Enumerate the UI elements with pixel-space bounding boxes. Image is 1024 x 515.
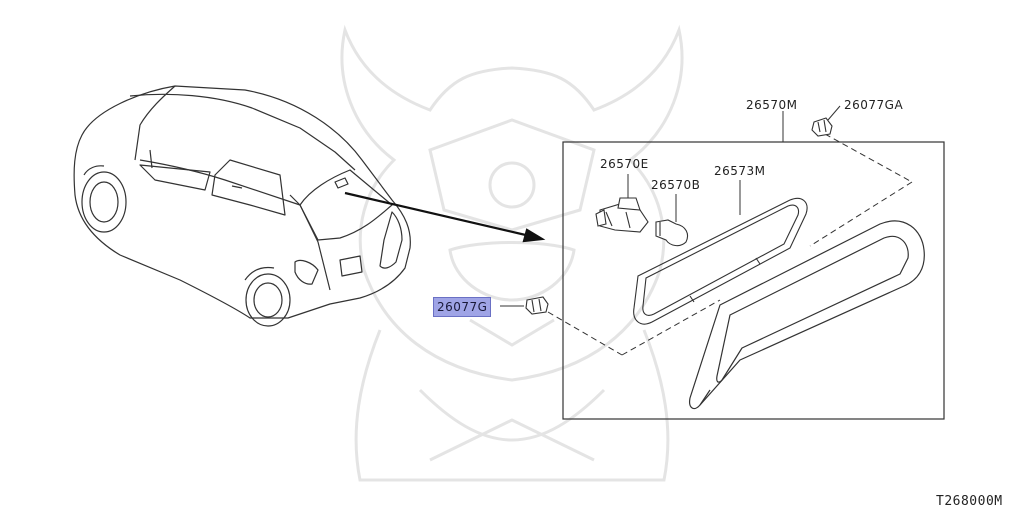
part-label-26077G-highlighted[interactable]: 26077G	[433, 297, 492, 317]
part-label-26570E[interactable]: 26570E	[600, 157, 649, 171]
part-label-26570B[interactable]: 26570B	[651, 178, 701, 192]
clip-bottom-icon	[525, 296, 549, 315]
lamp-gasket-icon	[633, 197, 808, 325]
wedge-bulb-icon	[655, 219, 689, 247]
diagram-code: T268000M	[936, 494, 1003, 509]
leader-lines	[500, 105, 841, 307]
part-label-26077GA[interactable]: 26077GA	[844, 98, 904, 112]
assembly-dashed-lines	[547, 133, 913, 356]
callout-arrow-icon	[344, 191, 546, 243]
part-label-26573M[interactable]: 26573M	[714, 164, 766, 178]
samurai-watermark-icon	[340, 24, 684, 482]
stop-lamp-housing-icon	[689, 220, 925, 410]
clip-top-icon	[811, 117, 833, 137]
vehicle-outline-icon	[73, 85, 411, 327]
part-label-26570M[interactable]: 26570M	[746, 98, 798, 112]
detail-frame	[562, 141, 945, 420]
bulb-socket-icon	[595, 197, 649, 233]
